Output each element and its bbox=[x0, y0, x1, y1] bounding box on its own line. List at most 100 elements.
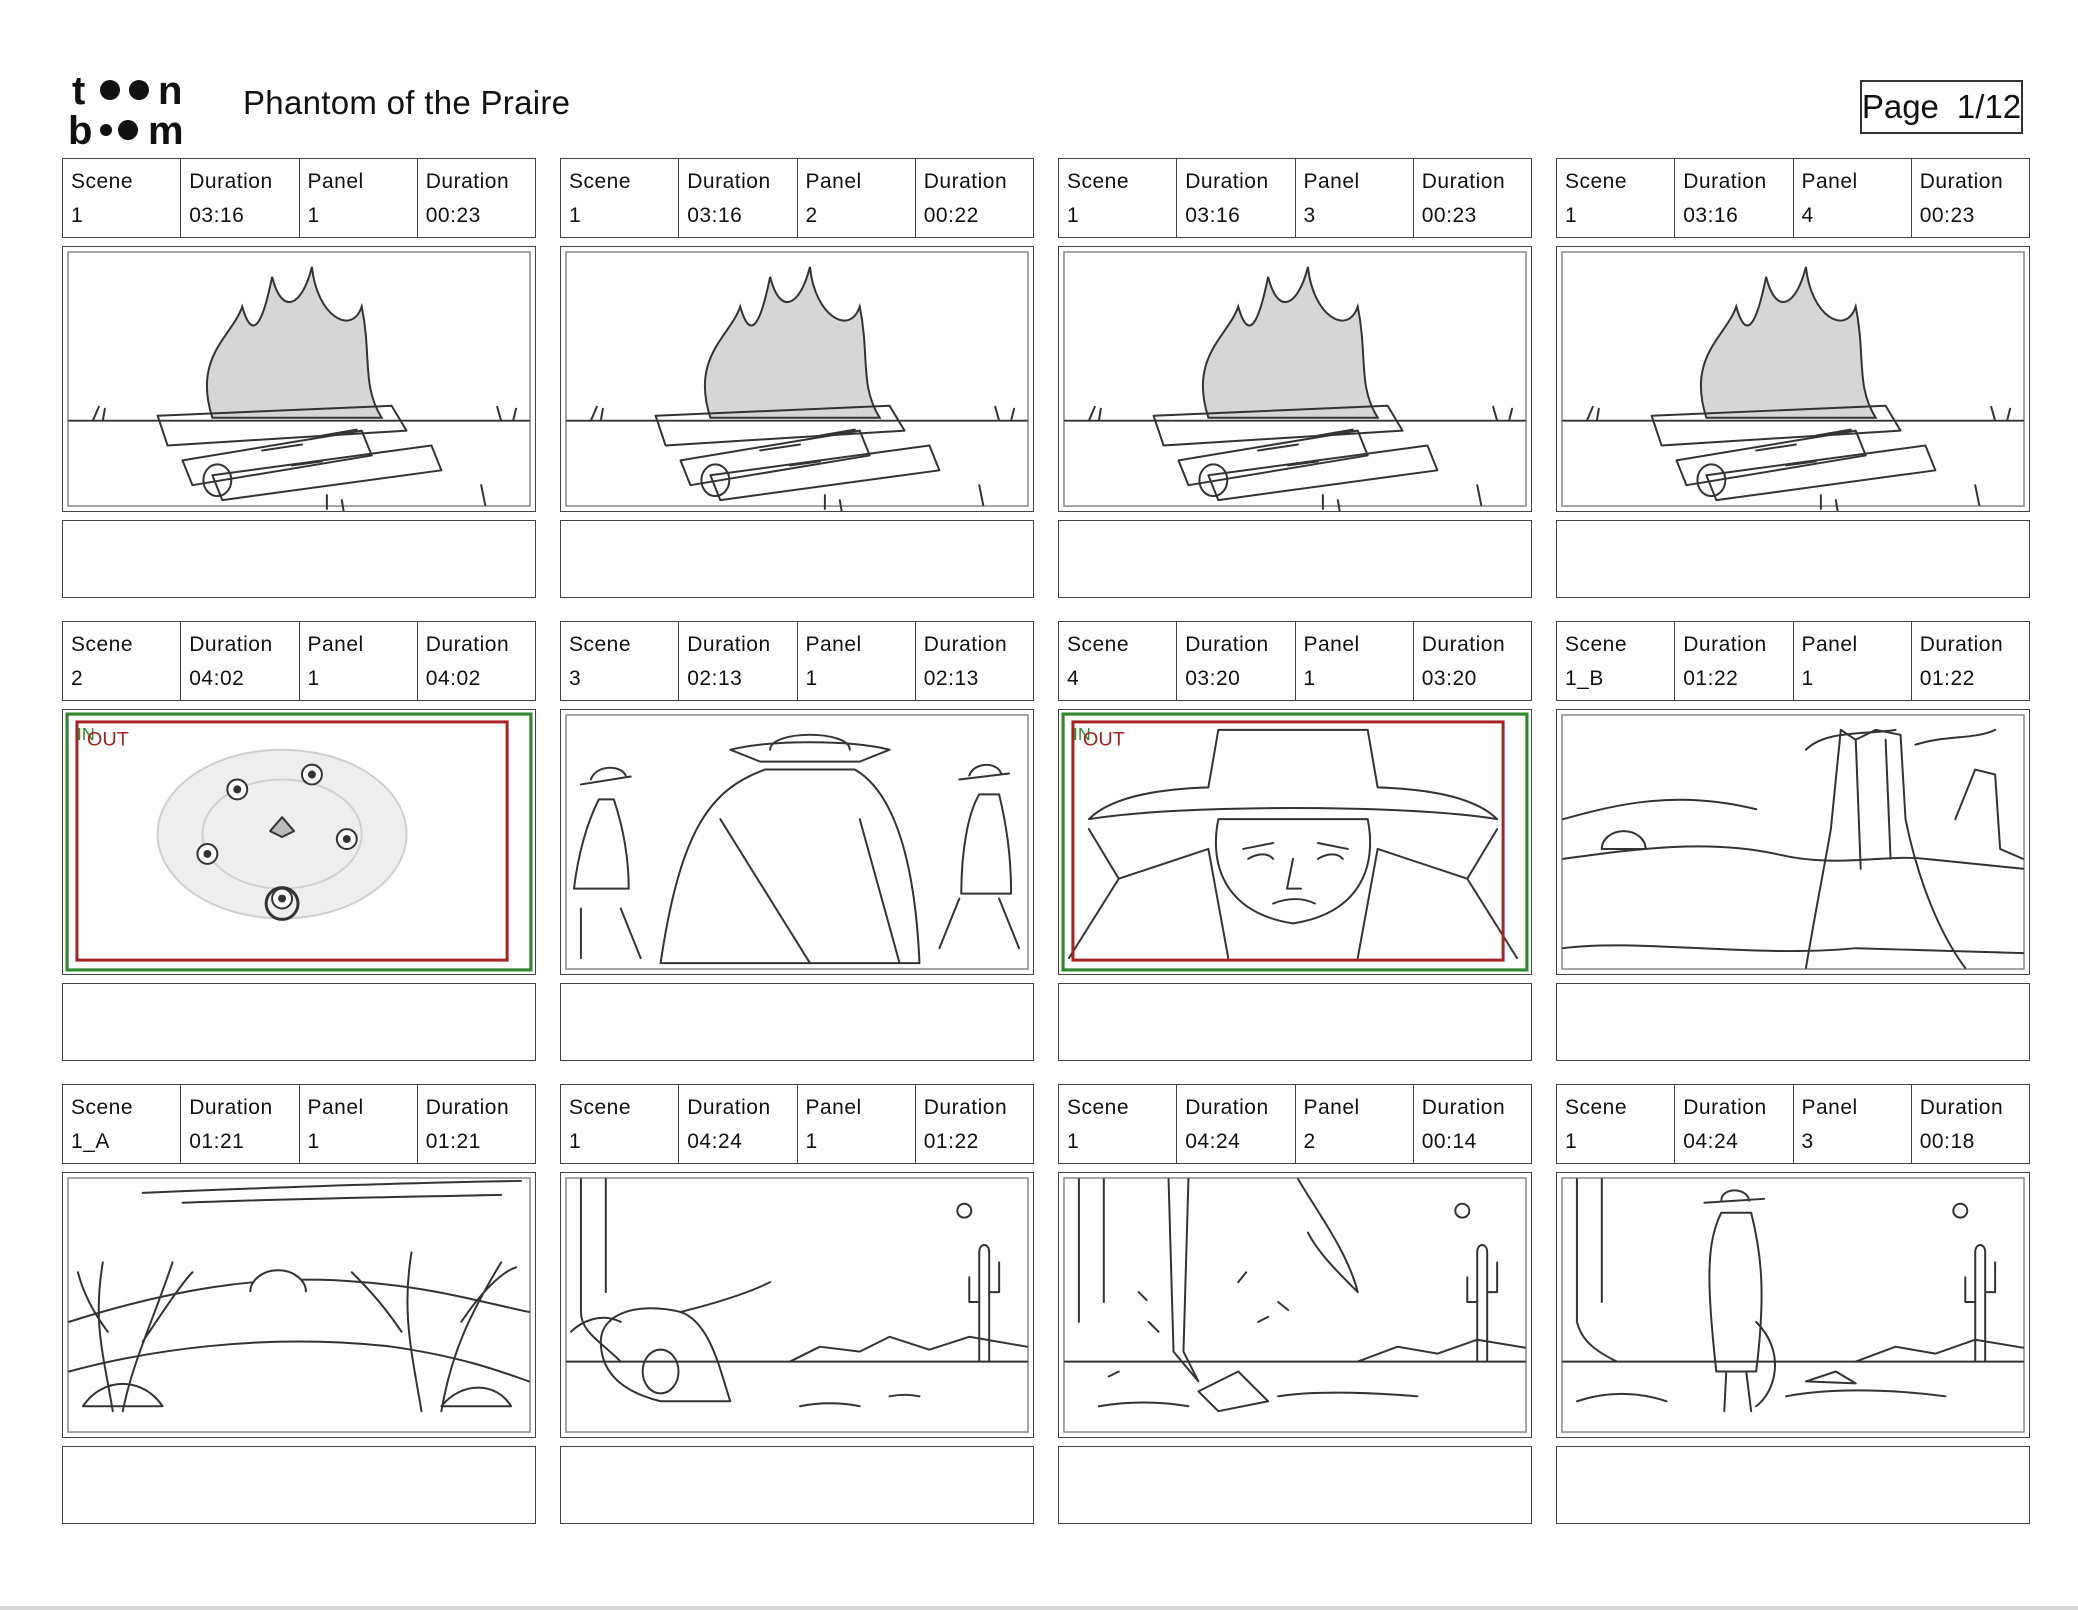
panel-image[interactable] bbox=[62, 1172, 536, 1438]
panel-image[interactable] bbox=[560, 1172, 1034, 1438]
campfire-sketch bbox=[565, 251, 1029, 511]
scene-label: Scene bbox=[1565, 170, 1628, 193]
panel-notes-box[interactable] bbox=[1058, 1446, 1532, 1524]
panel-notes-box[interactable] bbox=[1556, 1446, 2030, 1524]
scene-duration-value: 01:22 bbox=[1683, 667, 1739, 690]
panel-duration-column: Duration 03:20 bbox=[1414, 622, 1531, 700]
scene-column: Scene 1 bbox=[1059, 1085, 1178, 1163]
duration-label: Duration bbox=[687, 170, 771, 193]
panel-duration-column: Duration 01:21 bbox=[418, 1085, 535, 1163]
panel-duration-value: 04:02 bbox=[425, 667, 481, 690]
panel-notes-box[interactable] bbox=[560, 1446, 1034, 1524]
scene-label: Scene bbox=[71, 170, 134, 193]
panel-info-bar: Scene 1 Duration 03:16 Panel 1 Duration … bbox=[62, 158, 536, 238]
duration-label: Duration bbox=[1185, 633, 1269, 656]
panel-image[interactable] bbox=[560, 709, 1034, 975]
panel-duration-column: Duration 04:02 bbox=[418, 622, 535, 700]
panel-notes-box[interactable] bbox=[1556, 983, 2030, 1061]
scene-value: 1 bbox=[1565, 204, 1578, 227]
panel-duration-column: Duration 00:23 bbox=[1414, 159, 1531, 237]
scene-value: 1 bbox=[1067, 204, 1080, 227]
panel-column: Panel 1 bbox=[1794, 622, 1912, 700]
panel-column: Panel 2 bbox=[798, 159, 916, 237]
panel-image[interactable] bbox=[1058, 1172, 1532, 1438]
panel-label: Panel bbox=[1303, 633, 1360, 656]
panel-info-bar: Scene 1 Duration 03:16 Panel 2 Duration … bbox=[560, 158, 1034, 238]
panel-column: Panel 1 bbox=[1296, 622, 1414, 700]
scene-duration-value: 03:16 bbox=[1185, 204, 1241, 227]
panel-image[interactable] bbox=[560, 246, 1034, 512]
scene-duration-column: Duration 04:24 bbox=[1177, 1085, 1296, 1163]
panel-notes-box[interactable] bbox=[1058, 983, 1532, 1061]
panel-image[interactable] bbox=[1556, 709, 2030, 975]
panel-label: Panel bbox=[805, 170, 862, 193]
duration-label: Duration bbox=[1185, 1096, 1269, 1119]
scene-duration-value: 02:13 bbox=[687, 667, 743, 690]
scene-duration-value: 03:20 bbox=[1185, 667, 1241, 690]
panel-value: 1 bbox=[307, 1130, 320, 1153]
page-label: Page bbox=[1861, 88, 1939, 125]
scene-duration-value: 04:02 bbox=[189, 667, 245, 690]
panel-notes-box[interactable] bbox=[62, 1446, 536, 1524]
scene-value: 2 bbox=[71, 667, 84, 690]
scene-duration-column: Duration 03:16 bbox=[1675, 159, 1794, 237]
panel-column: Panel 1 bbox=[300, 622, 418, 700]
in-frame-label: IN bbox=[77, 724, 95, 744]
duration-label: Duration bbox=[1421, 170, 1506, 193]
panel-image[interactable] bbox=[1556, 246, 2030, 512]
scene-label: Scene bbox=[1067, 1096, 1130, 1119]
panel-info-bar: Scene 1_A Duration 01:21 Panel 1 Duratio… bbox=[62, 1084, 536, 1164]
panel-info-bar: Scene 2 Duration 04:02 Panel 1 Duration … bbox=[62, 621, 536, 701]
duration-label: Duration bbox=[1919, 170, 2004, 193]
duration-label: Duration bbox=[1421, 1096, 1506, 1119]
page-indicator: Page 1/12 bbox=[1860, 80, 2023, 134]
duration-label: Duration bbox=[189, 633, 273, 656]
panel-notes-box[interactable] bbox=[1556, 520, 2030, 598]
duration-label: Duration bbox=[1683, 170, 1767, 193]
panel-duration-column: Duration 00:18 bbox=[1912, 1085, 2029, 1163]
panel-duration-value: 00:23 bbox=[425, 204, 481, 227]
panel-value: 3 bbox=[1801, 1130, 1814, 1153]
panel-duration-value: 03:20 bbox=[1421, 667, 1477, 690]
skull-desert-sketch bbox=[565, 1177, 1029, 1433]
scene-duration-column: Duration 04:24 bbox=[1675, 1085, 1794, 1163]
gunslinger-sketch bbox=[1561, 1177, 2025, 1433]
scene-duration-column: Duration 03:16 bbox=[181, 159, 300, 237]
scene-duration-column: Duration 04:24 bbox=[679, 1085, 798, 1163]
panel-image[interactable] bbox=[1058, 246, 1532, 512]
panel-notes-box[interactable] bbox=[1058, 520, 1532, 598]
campfire-sketch bbox=[1063, 251, 1527, 511]
scene-duration-column: Duration 02:13 bbox=[679, 622, 798, 700]
panel-label: Panel bbox=[307, 1096, 364, 1119]
panel-duration-value: 01:21 bbox=[425, 1130, 481, 1153]
panel-duration-column: Duration 01:22 bbox=[916, 1085, 1033, 1163]
panel-info-bar: Scene 1 Duration 03:16 Panel 4 Duration … bbox=[1556, 158, 2030, 238]
panel-value: 3 bbox=[1303, 204, 1316, 227]
scene-column: Scene 1 bbox=[1557, 1085, 1676, 1163]
panel-image[interactable] bbox=[1556, 1172, 2030, 1438]
svg-text:b: b bbox=[68, 109, 92, 148]
panel-notes-box[interactable] bbox=[560, 520, 1034, 598]
duration-label: Duration bbox=[923, 1096, 1008, 1119]
duration-label: Duration bbox=[923, 170, 1008, 193]
scene-duration-value: 03:16 bbox=[1683, 204, 1739, 227]
scene-duration-value: 04:24 bbox=[1185, 1130, 1241, 1153]
out-frame-label: OUT bbox=[1083, 729, 1125, 751]
scene-value: 1 bbox=[1067, 1130, 1080, 1153]
panel-notes-box[interactable] bbox=[560, 983, 1034, 1061]
panel-info-bar: Scene 4 Duration 03:20 Panel 1 Duration … bbox=[1058, 621, 1532, 701]
panel-image[interactable] bbox=[62, 246, 536, 512]
scene-column: Scene 1 bbox=[1557, 159, 1676, 237]
panel-notes-box[interactable] bbox=[62, 983, 536, 1061]
scene-duration-value: 04:24 bbox=[687, 1130, 743, 1153]
panel-label: Panel bbox=[805, 633, 862, 656]
scene-duration-column: Duration 03:16 bbox=[1177, 159, 1296, 237]
panel-notes-box[interactable] bbox=[62, 520, 536, 598]
panel-info-bar: Scene 1_B Duration 01:22 Panel 1 Duratio… bbox=[1556, 621, 2030, 701]
panel-info-bar: Scene 1 Duration 04:24 Panel 1 Duration … bbox=[560, 1084, 1034, 1164]
panel-column: Panel 1 bbox=[300, 1085, 418, 1163]
scene-column: Scene 1 bbox=[561, 1085, 680, 1163]
